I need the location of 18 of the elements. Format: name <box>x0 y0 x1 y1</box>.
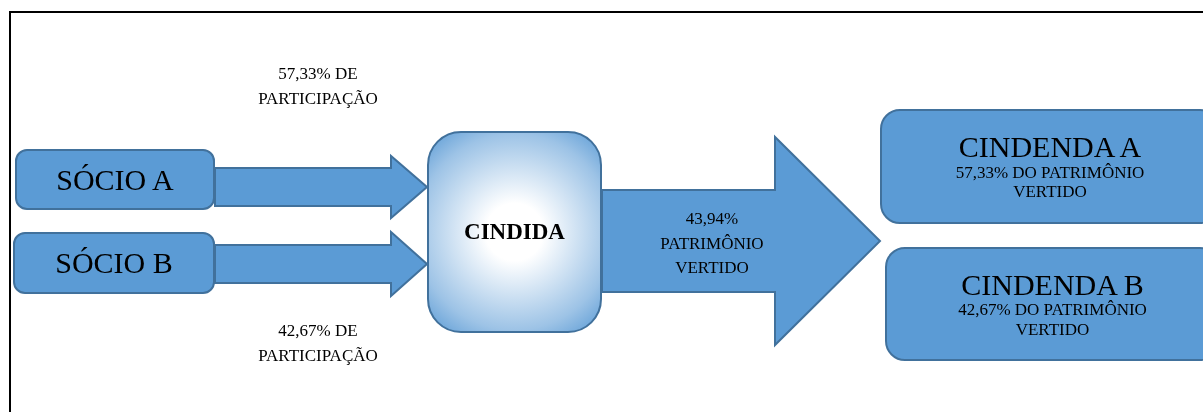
box-subtitle: 42,67% DO PATRIMÔNIO VERTIDO <box>957 300 1148 340</box>
rounded-box <box>880 109 1203 224</box>
block-arrow <box>214 229 429 299</box>
block-arrow <box>214 153 429 221</box>
edge-label: 43,94% PATRIMÔNIO VERTIDO <box>659 208 765 280</box>
rounded-box <box>15 149 215 210</box>
box-subtitle: 57,33% DO PATRIMÔNIO VERTIDO <box>954 162 1146 202</box>
box-title: SÓCIO B <box>55 247 173 279</box>
box-title: CINDENDA B <box>961 268 1144 301</box>
block-arrow <box>601 134 882 348</box>
rounded-box <box>427 131 602 333</box>
edge-label: 57,33% DE PARTICIPAÇÃO <box>257 63 379 110</box>
rounded-box <box>13 232 215 294</box>
box-title: SÓCIO A <box>56 163 174 196</box>
edge-label: 42,67% DE PARTICIPAÇÃO <box>257 320 379 367</box>
rounded-box <box>885 247 1203 361</box>
box-title: CINDENDA A <box>958 131 1142 163</box>
box-title: CINDIDA <box>464 219 565 245</box>
